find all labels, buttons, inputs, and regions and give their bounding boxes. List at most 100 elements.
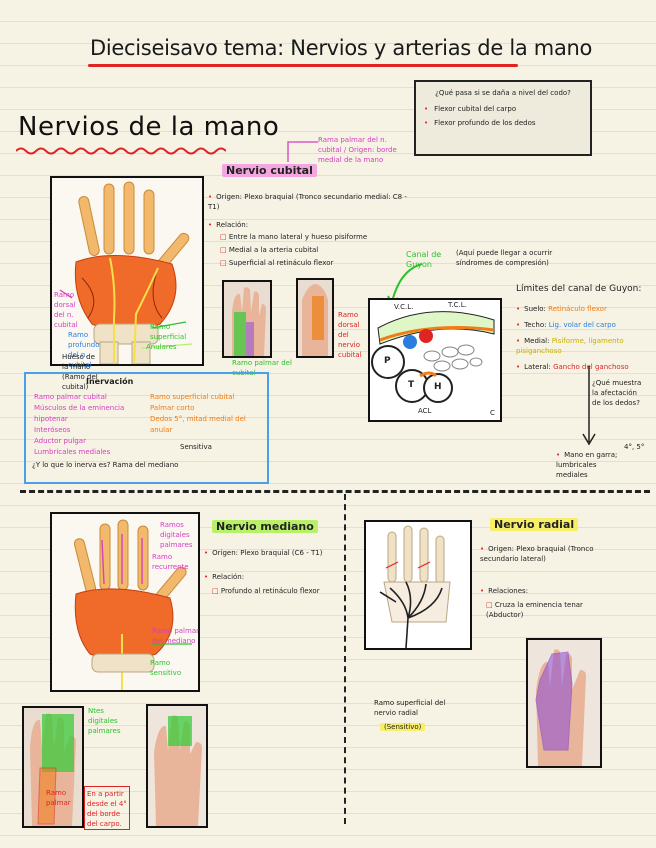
radial-relation: □ Cruza la eminencia tenar (Abductor) — [486, 601, 583, 619]
median-note: En a partir desde el 4° del borde del ca… — [84, 786, 130, 830]
guyon-limit: Medial: Pisiforme, ligamento pisiganchos… — [516, 336, 650, 356]
median-title: Nervio mediano — [212, 520, 318, 533]
down-arrow — [582, 366, 596, 446]
innervation-item: Palmar corto — [150, 404, 195, 412]
label-hueso: Hueso de la mano (Ramo del cubital) — [62, 353, 98, 391]
hand-photo-palmar — [222, 280, 272, 358]
innervation-right-list: Ramo superficial cubital Palmar corto De… — [150, 392, 260, 453]
guyon-limit-key: Techo: — [516, 321, 546, 329]
guyon-mark: 4°, 5° — [624, 443, 645, 451]
radial-figure-sub: (Sensitivo) — [380, 722, 426, 732]
hand-photo-illustration — [24, 708, 82, 826]
ulnar-relation: □ Superficial al retináculo flexor — [220, 259, 334, 267]
hand-illustration — [52, 178, 202, 364]
innervation-item: Ramo superficial cubital — [150, 393, 235, 401]
radial-origin: Origen: Plexo braquial (Tronco secundari… — [480, 544, 630, 564]
wavy-underline — [16, 147, 226, 155]
ulnar-relation: □ Medial a la arteria cubital — [220, 246, 319, 254]
guyon-canal-diagram: V.C.L. T.C.L. P T H ACL C — [368, 298, 502, 422]
hand-photo-illustration — [148, 706, 206, 826]
guyon-limit: Lateral: Gancho del ganchoso — [516, 362, 650, 372]
section-divider — [20, 490, 650, 493]
radial-relation-text: Cruza la eminencia tenar (Abductor) — [486, 601, 583, 619]
guyon-cross-section — [370, 300, 500, 420]
callout-arrow — [287, 141, 318, 162]
ulnar-relation-text: Medial a la arteria cubital — [228, 246, 319, 254]
innervation-box: Inervación Ramo palmar cubital Músculos … — [24, 372, 269, 484]
ulnar-relation-heading: Relación: — [208, 220, 248, 230]
question-item: Flexor profundo de los dedos — [424, 118, 582, 128]
radial-title: Nervio radial — [490, 518, 579, 531]
guyon-label-h: H — [434, 382, 442, 392]
label-ramo-dorsal: Ramo dorsal del n. cubital — [54, 291, 78, 329]
guyon-label-p: P — [384, 356, 391, 366]
innervation-footnote: ¿Y lo que lo inerva es? Rama del mediano — [32, 461, 179, 469]
guyon-label-vcl: V.C.L. — [394, 303, 414, 311]
median-hand-photo-dorsal — [146, 704, 208, 828]
page-title: Dieciseisavo tema: Nervios y arterias de… — [90, 36, 593, 60]
guyon-limit-key: Lateral: — [516, 363, 551, 371]
radial-relation-heading: Relaciones: — [480, 586, 528, 596]
guyon-limits-heading: Límites del canal de Guyon: — [516, 284, 642, 294]
guyon-label-tcl: T.C.L. — [448, 301, 467, 309]
guyon-limit-value: Retináculo flexor — [548, 305, 607, 313]
median-label-recurrente: Ramo recurrente — [152, 553, 189, 571]
hand-illustration — [52, 514, 198, 690]
median-hand-label-palmar: Ramo palmar — [46, 789, 71, 807]
median-label-sensitivo: Ramo sensitivo — [150, 659, 182, 677]
innervation-item: Ramo palmar cubital — [34, 393, 107, 401]
median-relation-heading: Relación: — [204, 572, 244, 582]
radial-figure-label: Ramo superficial del nervio radial — [374, 699, 446, 717]
guyon-limit-key: Medial: — [516, 337, 549, 345]
guyon-limit-value: Gancho del ganchoso — [553, 363, 629, 371]
ulnar-title-text: Nervio cubital — [222, 164, 317, 177]
hand-illustration — [366, 522, 470, 648]
hand-photo-dorsal — [296, 278, 334, 358]
innervation-heading: Inervación — [86, 377, 134, 386]
radial-hand-photo — [526, 638, 602, 768]
question-item: Flexor cubital del carpo — [424, 104, 582, 114]
median-label-tenar: Ramo palmar del mediano — [152, 627, 199, 645]
guyon-callout-text: (Aquí puede llegar a ocurrir síndromes d… — [456, 249, 553, 267]
innervation-item: Interóseos — [34, 426, 71, 434]
median-origin: Origen: Plexo braquial (C6 - T1) — [204, 548, 334, 558]
guyon-limits-list: Suelo: Retináculo flexor Techo: Lig. vol… — [516, 304, 650, 372]
median-hand-label-digitales: Ntes digitales palmares — [88, 707, 121, 735]
guyon-label-acl: ACL — [418, 407, 432, 415]
section-heading: Nervios de la mano — [18, 112, 280, 142]
radial-title-text: Nervio radial — [490, 518, 579, 531]
innervation-item: Lumbricales mediales — [34, 448, 111, 456]
label-ramo-superficial: Ramo superficial — [150, 323, 187, 341]
innervation-item: Dedos 5°, mitad medial del anular — [150, 415, 246, 434]
median-title-text: Nervio mediano — [212, 520, 318, 533]
ulnar-relation: □ Entre la mano lateral y hueso pisiform… — [220, 233, 368, 241]
median-label-digitales: Ramos digitales palmares — [160, 521, 193, 549]
hand-photo-illustration — [528, 640, 600, 766]
label-ramo-profundo: Ramo profundo del n. cubital — [68, 331, 100, 369]
hand-photo-illustration — [224, 282, 270, 356]
column-divider — [344, 494, 346, 824]
guyon-limit-value: Pisiforme, ligamento pisiganchoso — [516, 337, 624, 355]
question-box: ¿Qué pasa si se daña a nivel del codo? F… — [414, 80, 592, 156]
guyon-label-t: T — [408, 380, 415, 390]
guyon-limit-key: Suelo: — [516, 305, 546, 313]
guyon-answer: Mano en garra; lumbricales mediales — [556, 450, 626, 480]
guyon-label-c: C — [490, 409, 495, 417]
radial-hand-figure — [364, 520, 472, 650]
ulnar-relation-text: Superficial al retináculo flexor — [228, 259, 334, 267]
guyon-limit: Techo: Lig. volar del carpo — [516, 320, 650, 330]
ulnar-origin: Origen: Plexo braquial (Tronco secundari… — [208, 192, 408, 212]
guyon-limit-value: Lig. volar del carpo — [548, 321, 616, 329]
hand-photo-illustration — [298, 280, 332, 356]
innervation-left-list: Ramo palmar cubital Músculos de la emine… — [34, 392, 144, 458]
guyon-limit: Suelo: Retináculo flexor — [516, 304, 650, 314]
median-hand-photo — [22, 706, 84, 828]
label-anulares: Anulares — [146, 343, 177, 351]
ulnar-relation-text: Entre la mano lateral y hueso pisiforme — [228, 233, 368, 241]
innervation-item: Sensitiva — [180, 443, 212, 451]
median-relation-text: Profundo al retináculo flexor — [220, 587, 320, 595]
title-underline — [88, 64, 518, 67]
ulnar-title: Nervio cubital — [222, 164, 317, 177]
ulnar-callout: Rama palmar del n. cubital / Origen: bor… — [318, 136, 397, 164]
guyon-question: ¿Qué muestra la afectación de los dedos? — [592, 379, 642, 407]
